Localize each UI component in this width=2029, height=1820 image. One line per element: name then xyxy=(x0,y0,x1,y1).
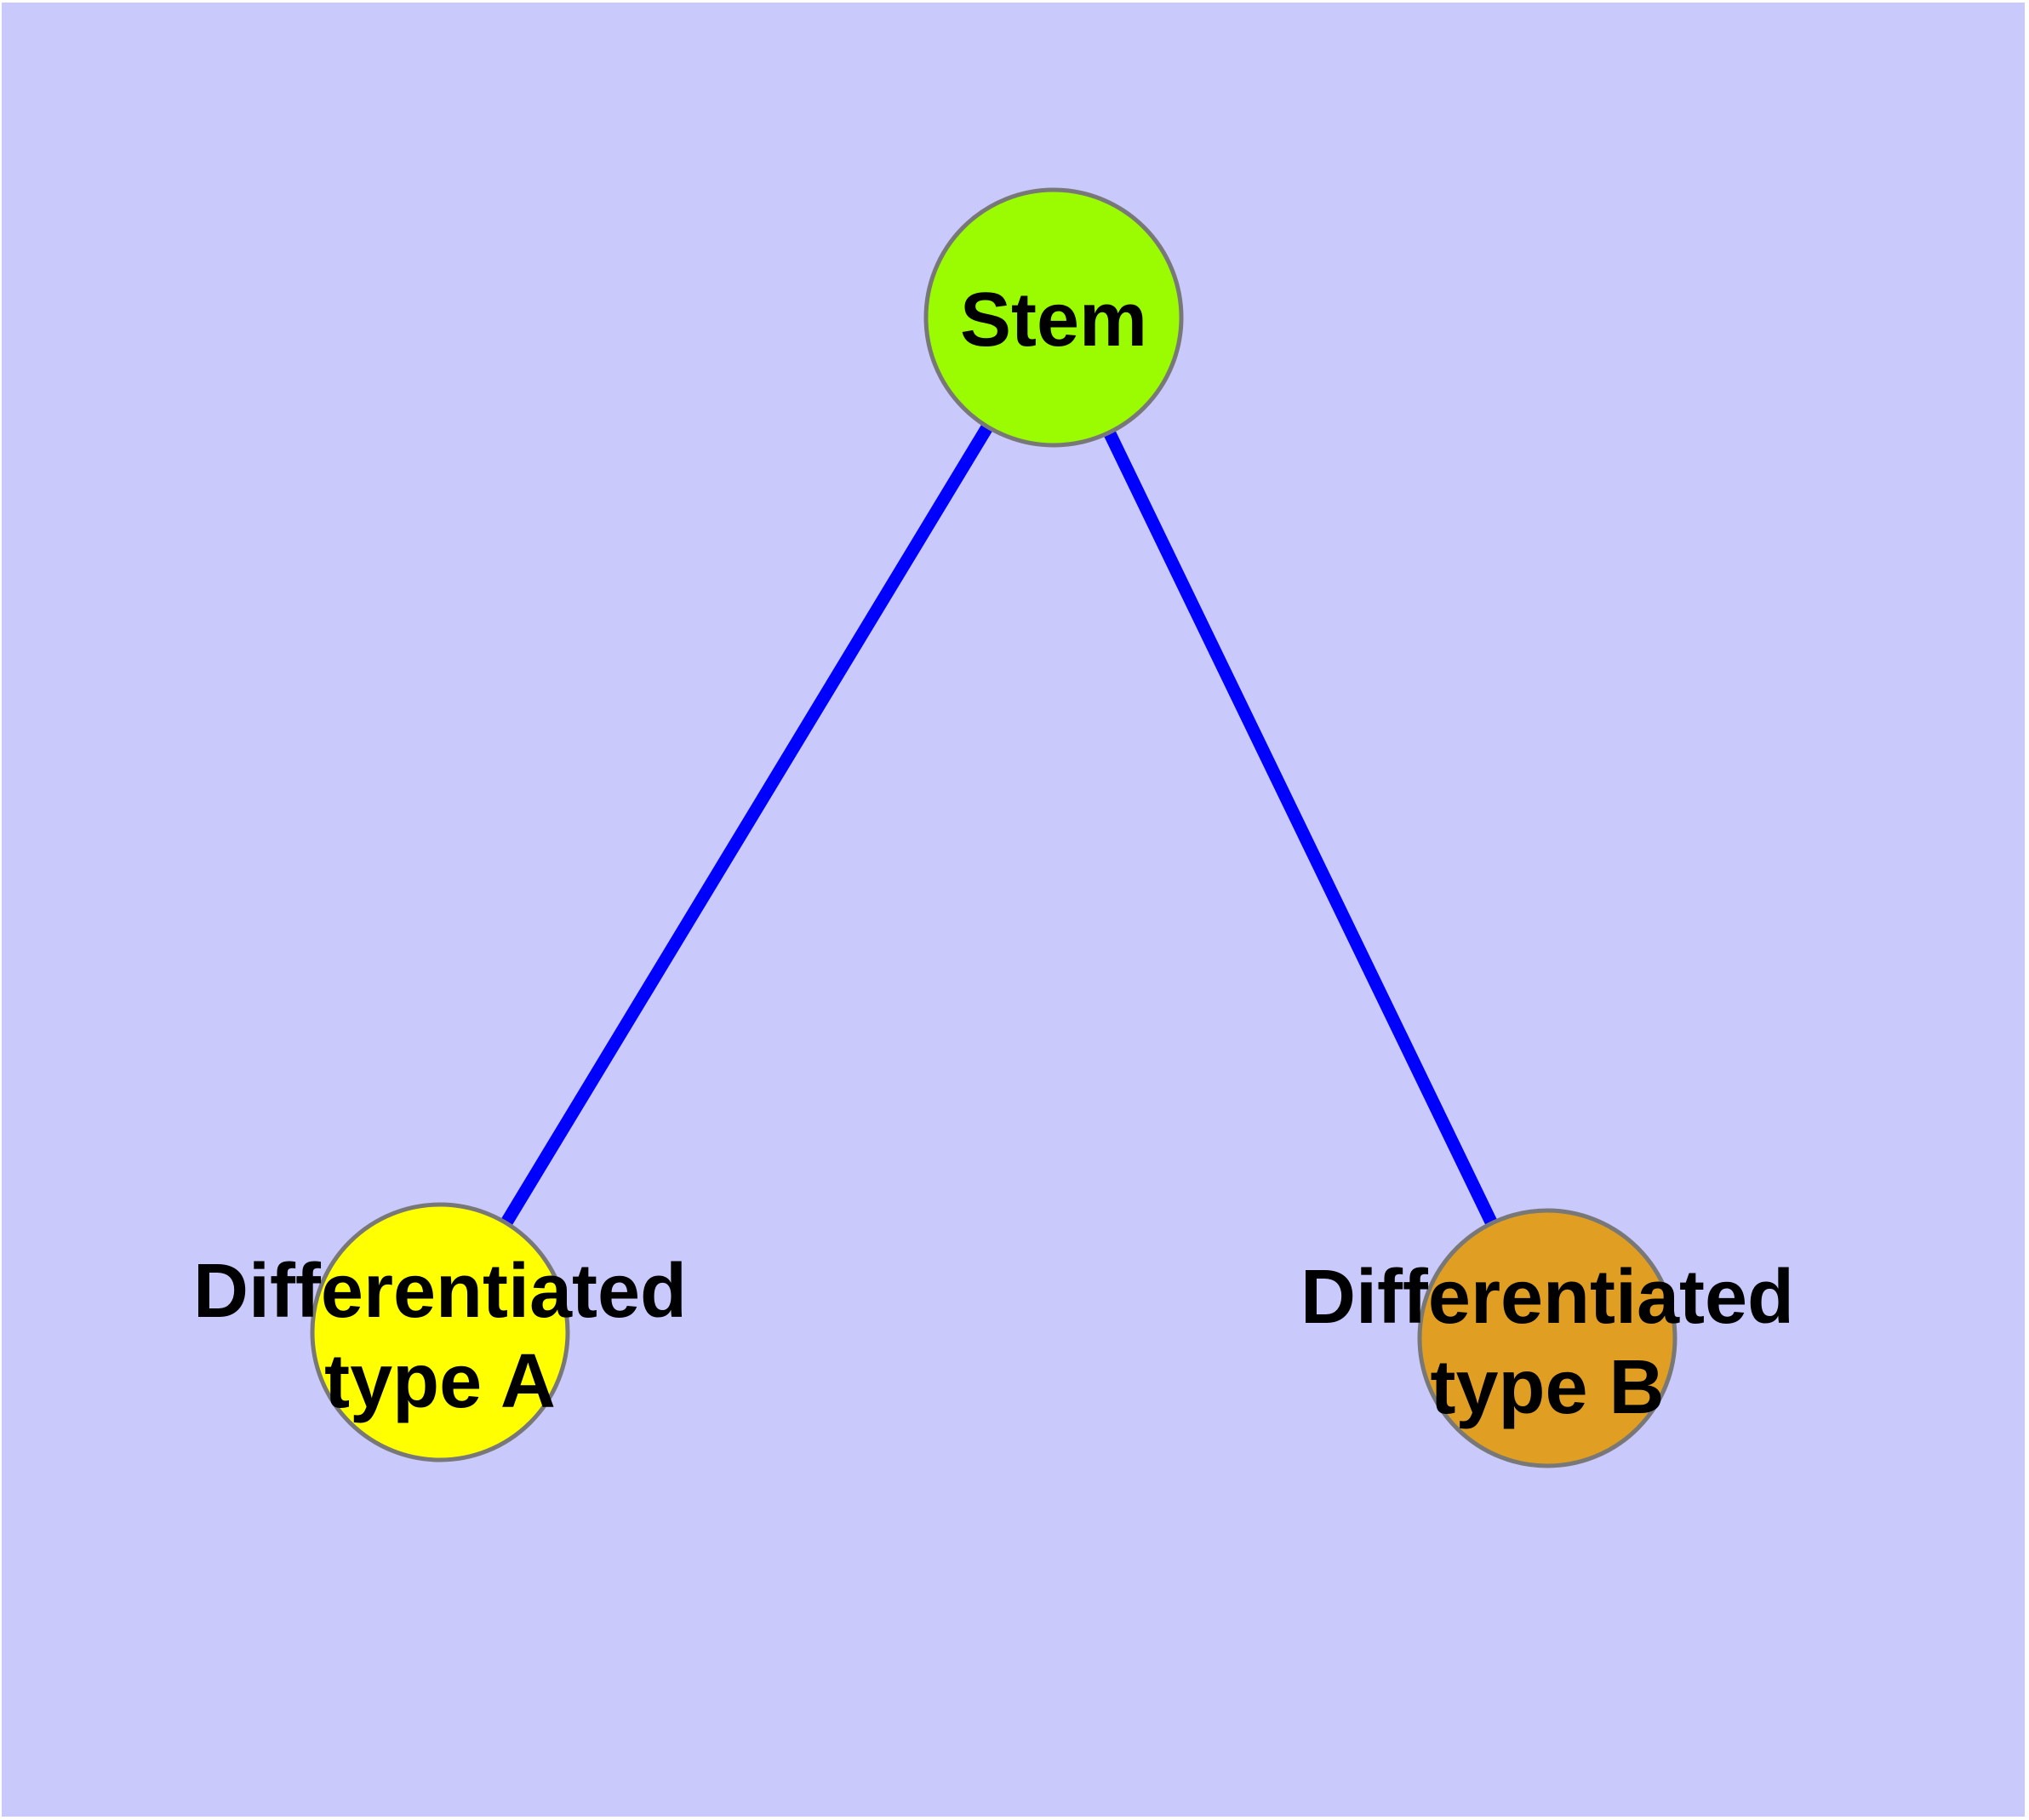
node-label-line: type B xyxy=(1430,1345,1664,1430)
edge-stem-to-differentiated-type-b xyxy=(1103,429,1498,1227)
node-differentiated-type-b xyxy=(1417,1208,1677,1468)
node-label-stem: Stem xyxy=(960,278,1147,363)
node-differentiated-type-a xyxy=(310,1202,570,1462)
node-label-line: Differentiated xyxy=(1300,1255,1794,1340)
node-stem xyxy=(923,187,1184,448)
edge-stem-to-differentiated-type-a xyxy=(500,423,993,1227)
node-label-line: Differentiated xyxy=(193,1249,687,1334)
node-label-line: type A xyxy=(324,1339,556,1424)
node-label-line: Stem xyxy=(960,278,1147,363)
